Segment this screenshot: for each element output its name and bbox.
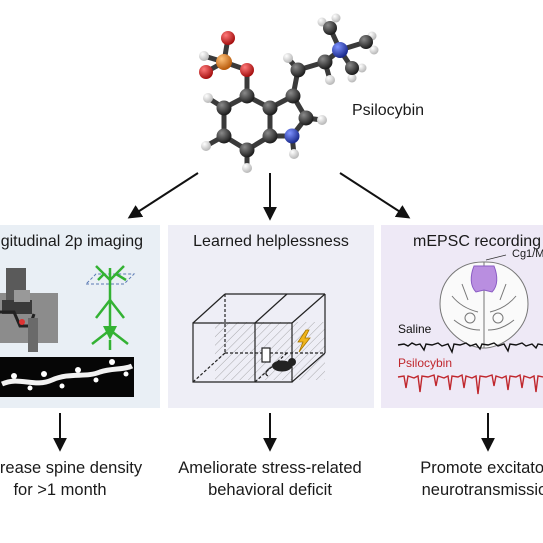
mouse-icon xyxy=(265,358,296,377)
roi-pointer xyxy=(485,254,507,261)
neuron-icon xyxy=(84,265,136,350)
shock-icon xyxy=(297,329,311,353)
psilocybin-atoms xyxy=(199,13,379,173)
imaging-title: Longitudinal 2p imaging xyxy=(0,233,144,250)
ephys-title: mEPSC recording xyxy=(413,233,542,250)
psilocybin-trace xyxy=(397,373,543,395)
outcome-arrows xyxy=(53,413,495,452)
molecule-name: Psilocybin xyxy=(352,102,425,119)
behavior-outcome: Ameliorate stress-related behavioral def… xyxy=(148,457,392,501)
branch-arrows xyxy=(127,172,411,221)
imaging-outcome-line1: Increase spine density xyxy=(0,459,143,477)
saline-trace xyxy=(397,342,543,355)
imaging-outcome: Increase spine density for >1 month xyxy=(0,457,180,501)
microscope-illustration xyxy=(0,268,58,352)
behavior-title: Learned helplessness xyxy=(193,233,349,250)
brain-section xyxy=(439,261,529,349)
behavior-outcome-line2: behavioral deficit xyxy=(208,481,332,499)
psilocybin-label: Psilocybin xyxy=(398,356,453,370)
behavior-outcome-line1: Ameliorate stress-related xyxy=(178,459,362,477)
roi-label: Cg1/M2 xyxy=(512,248,543,260)
ephys-outcome-line2: neurotransmission xyxy=(421,481,543,499)
imaging-outcome-line2: for >1 month xyxy=(13,481,107,499)
ephys-outcome-line1: Promote excitatory xyxy=(420,459,543,477)
dendrite-image xyxy=(0,357,134,397)
saline-label: Saline xyxy=(398,322,432,336)
ephys-outcome: Promote excitatory neurotransmission xyxy=(374,457,543,501)
